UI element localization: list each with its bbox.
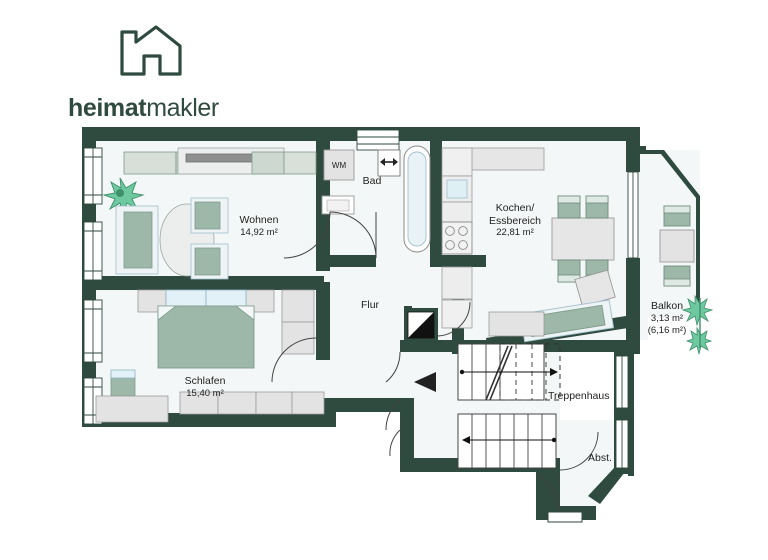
room-label-treppenhaus: Treppenhaus	[548, 390, 628, 403]
fixture-label-wm: WM	[326, 160, 352, 173]
room-area-kochen: 22,81 m²	[496, 227, 534, 238]
room-label-schlafen: Schlafen 15,40 m²	[155, 375, 255, 400]
window-bath-top	[356, 129, 400, 151]
room-label-flur: Flur	[350, 299, 390, 312]
room-area-balkon-sub: (6,16 m²)	[647, 325, 687, 336]
window-stair-1	[615, 355, 629, 409]
stair-outer-wall	[628, 336, 634, 476]
room-name-flur: Flur	[360, 299, 380, 311]
balcony-furniture	[659, 205, 714, 355]
room-name-kochen-2: Essbereich	[489, 214, 541, 227]
brand-name-bold: heimat	[68, 94, 147, 122]
window-left-3	[83, 299, 103, 363]
bathroom-fixtures	[321, 145, 431, 259]
room-label-abst: Abst.	[588, 452, 628, 465]
balcony-door	[627, 171, 639, 259]
room-area-schlafen: 15,40 m²	[186, 387, 224, 399]
window-left-1	[83, 147, 103, 205]
plant-icon	[102, 177, 145, 216]
window-stair-2	[615, 419, 629, 469]
room-area-balkon: 3,13 m²	[650, 312, 684, 324]
bedroom-furniture	[95, 289, 325, 423]
balcony-plant-icon	[681, 294, 714, 355]
brand-logo: heimatmakler	[68, 24, 298, 121]
room-name-abst: Abst.	[588, 452, 612, 464]
brand-wordmark: heimatmakler	[68, 96, 219, 121]
living-room-furniture	[102, 147, 317, 280]
kitchen-fixtures	[435, 147, 616, 343]
room-label-wohnen: Wohnen 14,92 m²	[210, 214, 308, 239]
staircase	[457, 343, 599, 523]
room-name-balkon: Balkon	[650, 300, 684, 312]
room-name-wohnen: Wohnen	[239, 214, 279, 226]
house-roof-icon	[116, 24, 186, 76]
room-name-bad: Bad	[362, 175, 382, 187]
fixture-name-wm: WM	[331, 161, 347, 170]
room-name-kochen: Kochen/	[495, 202, 535, 214]
brand-name-light: makler	[146, 94, 219, 122]
window-left-2	[83, 221, 103, 281]
room-label-kochen: Kochen/ Essbereich 22,81 m²	[460, 202, 570, 240]
room-name-treppenhaus: Treppenhaus	[548, 390, 610, 402]
room-label-balkon: Balkon 3,13 m² (6,16 m²)	[628, 300, 706, 338]
room-label-bad: Bad	[350, 175, 394, 188]
room-area-wohnen: 14,92 m²	[240, 226, 278, 238]
hallway-elements	[271, 211, 438, 457]
room-name-schlafen: Schlafen	[184, 375, 226, 387]
